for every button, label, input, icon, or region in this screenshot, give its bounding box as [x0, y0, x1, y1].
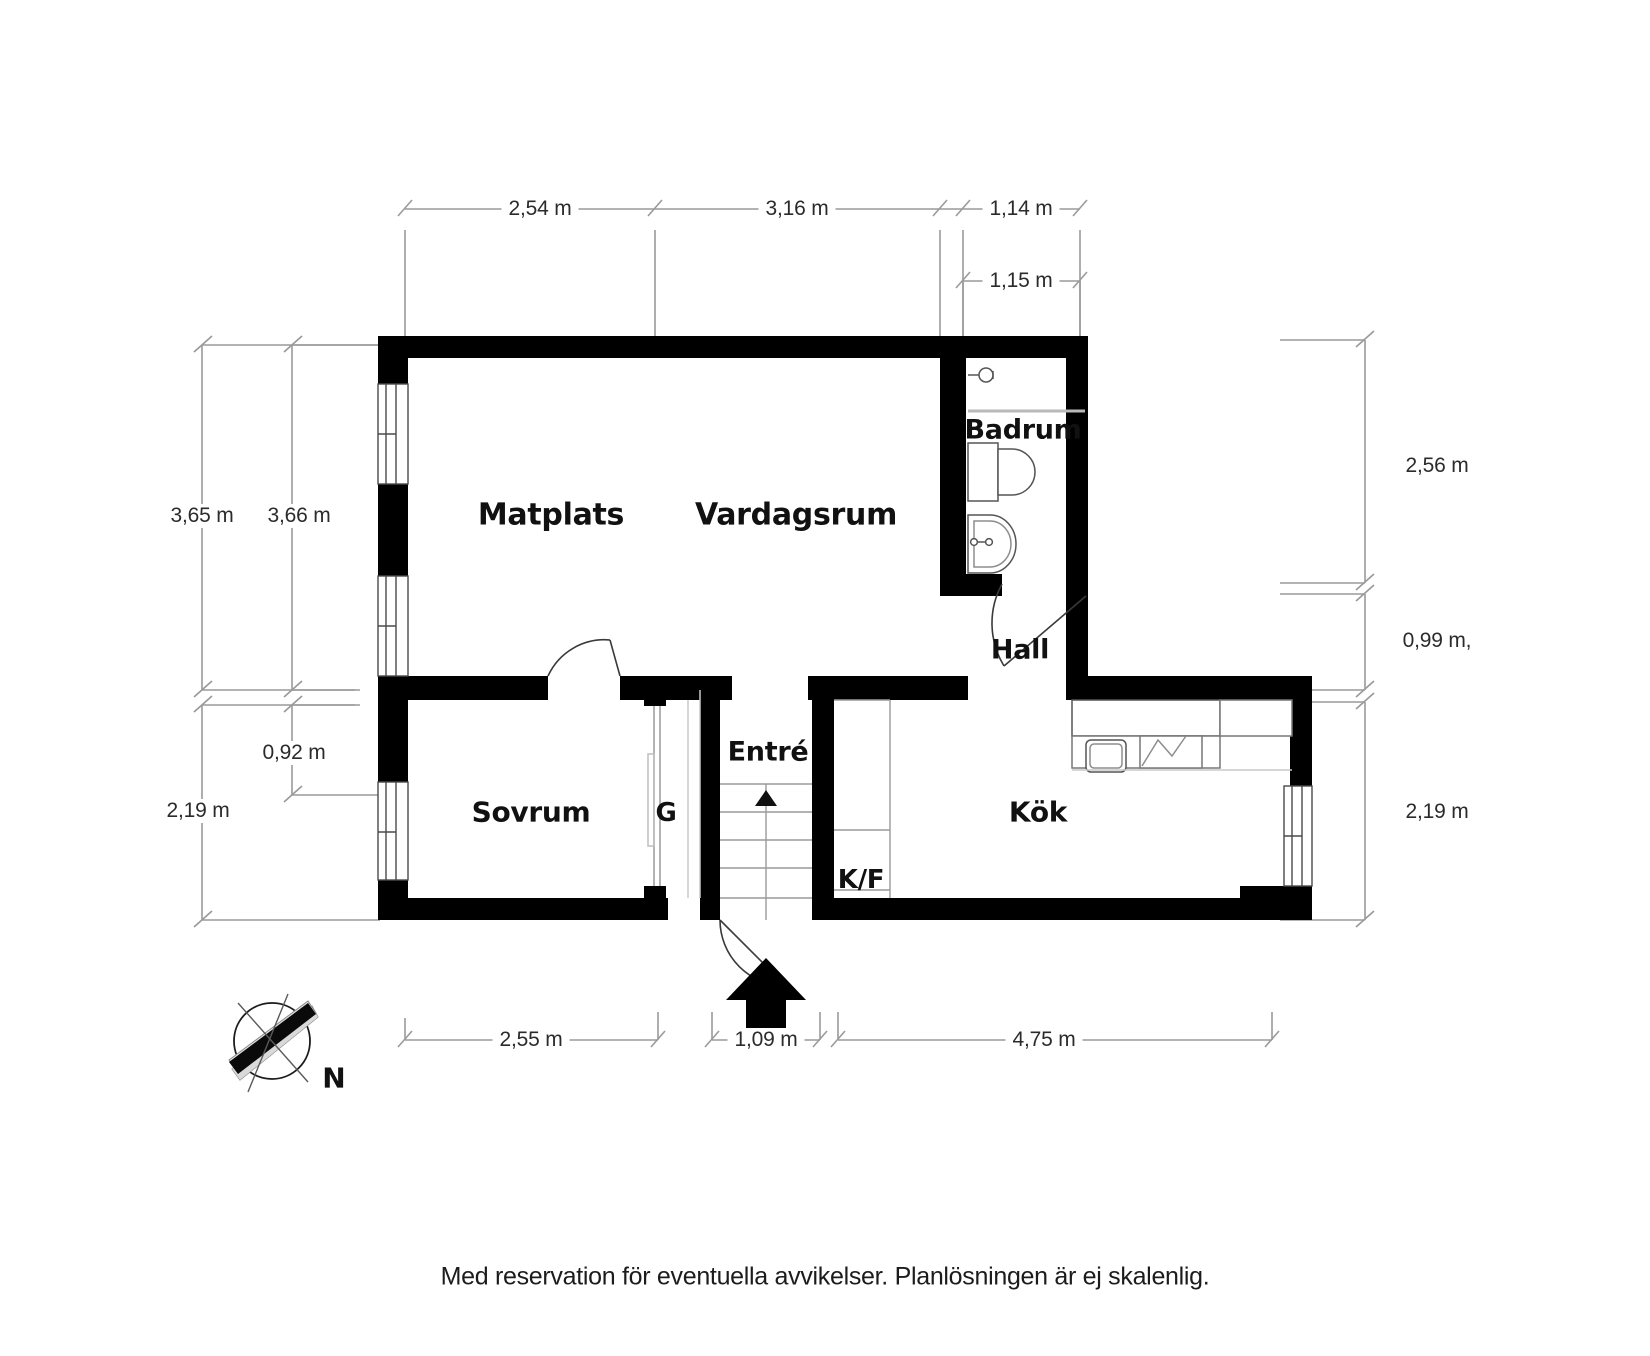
entrance-arrow-icon: [726, 958, 806, 1040]
room-label-kok: Kök: [1008, 795, 1068, 829]
room-label-vardagsrum: Vardagsrum: [694, 497, 898, 533]
dimension-label-left-2: 3,66 m: [260, 504, 338, 528]
window-left-1: [377, 383, 409, 485]
kitchen-counter: [1071, 699, 1221, 737]
window-left-3: [377, 781, 409, 881]
dimension-label-left-3: 0,92 m: [255, 741, 333, 765]
stove-icon: [1139, 735, 1203, 769]
dimension-label-right-2: 0,99 m,: [1395, 629, 1479, 653]
dimension-label-right-3: 2,19 m: [1398, 800, 1476, 824]
kf-cabinets: [834, 699, 891, 898]
dimension-label-bottom-2: 1,09 m: [727, 1028, 805, 1052]
shower-head-icon: [968, 367, 994, 383]
compass-rose: [228, 993, 319, 1093]
closet-door: [647, 690, 701, 898]
dimension-label-top-1: 2,54 m: [501, 197, 579, 221]
walls: [378, 336, 1312, 920]
dimension-label-bottom-1: 2,55 m: [492, 1028, 570, 1052]
dimension-label-top-3: 1,14 m: [982, 197, 1060, 221]
door-bathroom: [991, 583, 1087, 667]
dimension-label-bottom-3: 4,75 m: [1005, 1028, 1083, 1052]
dimension-label-left-4: 2,19 m: [159, 799, 237, 823]
dimension-label-top-2: 3,16 m: [758, 197, 836, 221]
bathroom-fixtures: [967, 367, 1085, 574]
room-label-garderob: G: [655, 798, 677, 828]
toilet-icon: [967, 442, 1036, 502]
dimension-label-left-1: 3,65 m: [163, 504, 241, 528]
kitchen-sink-icon: [1085, 739, 1127, 773]
window-left-2: [377, 575, 409, 677]
disclaimer-text: Med reservation för eventuella avvikelse…: [440, 1262, 1210, 1291]
window-right-1: [1283, 785, 1313, 887]
kitchen-fixtures: [1071, 699, 1293, 773]
sink-icon: [967, 514, 1017, 574]
stairs-up-icon: [720, 783, 812, 920]
dimension-label-top-4: 1,15 m: [982, 269, 1060, 293]
room-label-sovrum: Sovrum: [471, 795, 591, 829]
dimension-label-right-1: 2,56 m: [1398, 454, 1476, 478]
windows: [377, 383, 1313, 887]
room-label-hall: Hall: [990, 634, 1050, 666]
room-label-entre: Entré: [727, 736, 809, 768]
compass-north-label: N: [322, 1061, 346, 1095]
room-label-badrum: Badrum: [964, 414, 1082, 446]
room-label-kyl-frys: K/F: [837, 865, 885, 895]
kitchen-counter-right: [1219, 699, 1293, 737]
room-label-matplats: Matplats: [477, 497, 625, 533]
door-bedroom: [547, 638, 621, 677]
